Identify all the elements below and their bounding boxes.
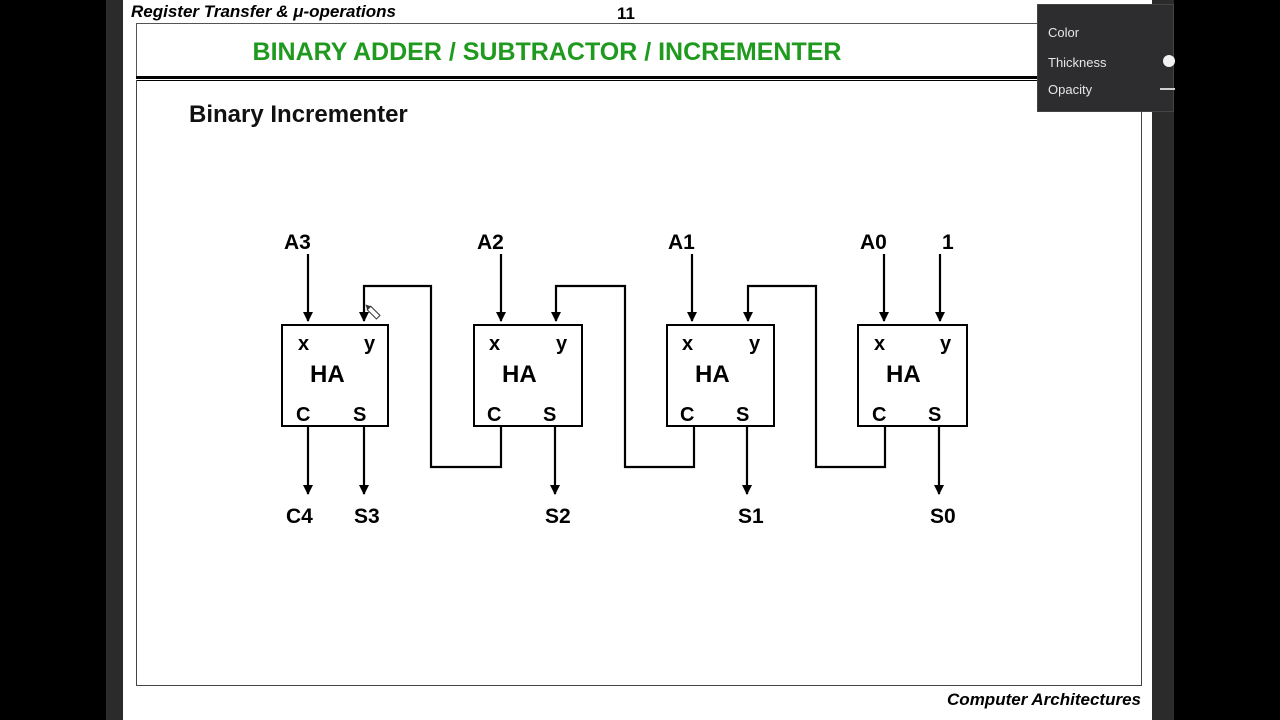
output-label-s0: S0 [930,505,956,528]
carry-wire-0-to-1 [743,284,887,469]
port-c-0: C [872,404,886,426]
thickness-slider-handle[interactable] [1163,55,1175,67]
ha-label-0: HA [886,361,921,388]
left-frame-border [106,0,123,720]
thickness-option[interactable]: Thickness [1048,55,1107,70]
chapter-header: Register Transfer & μ-operations [131,2,397,21]
port-c-2: C [487,404,501,426]
input-label-a1: A1 [668,231,695,254]
content-frame [136,80,1142,686]
port-s-3: S [353,404,366,426]
ha-label-1: HA [695,361,730,388]
output-label-s3: S3 [354,505,380,528]
input-label-a0: A0 [860,231,887,254]
half-adder-block-0 [857,324,968,427]
port-c-3: C [296,404,310,426]
port-s-1: S [736,404,749,426]
input-label-a2: A2 [477,231,504,254]
port-y-0: y [940,333,952,355]
ha-label-2: HA [502,361,537,388]
pencil-cursor-icon [365,304,381,320]
carry-wire-1-to-2 [551,284,696,469]
port-c-1: C [680,404,694,426]
pen-settings-panel: Color Thickness Opacity [1037,4,1175,112]
input-label-one: 1 [942,231,954,254]
port-x-3: x [298,333,309,355]
title-box: BINARY ADDER / SUBTRACTOR / INCREMENTER [136,23,1143,76]
half-adder-block-3 [281,324,389,427]
color-option[interactable]: Color [1048,25,1080,40]
page-number: 11 [617,4,635,23]
port-y-2: y [556,333,568,355]
output-label-c4: C4 [286,505,313,528]
half-adder-block-1 [666,324,775,427]
title-rule-thin [136,80,1142,81]
output-label-s1: S1 [738,505,764,528]
port-s-2: S [543,404,556,426]
port-y-3: y [364,333,376,355]
right-frame-border [1152,0,1174,720]
port-s-0: S [928,404,941,426]
port-x-1: x [682,333,693,355]
footer-course-name: Computer Architectures [947,690,1141,709]
port-x-0: x [874,333,885,355]
section-heading: Binary Incrementer [189,101,408,128]
input-label-a3: A3 [284,231,311,254]
ha-label-3: HA [310,361,345,388]
output-label-s2: S2 [545,505,571,528]
title-rule [136,76,1142,79]
half-adder-block-2 [473,324,583,427]
slide-title: BINARY ADDER / SUBTRACTOR / INCREMENTER [252,38,842,66]
opacity-option[interactable]: Opacity [1048,82,1093,97]
port-y-1: y [749,333,761,355]
port-x-2: x [489,333,500,355]
opacity-slider-track[interactable] [1160,88,1175,90]
carry-wire-2-to-3 [359,284,503,469]
